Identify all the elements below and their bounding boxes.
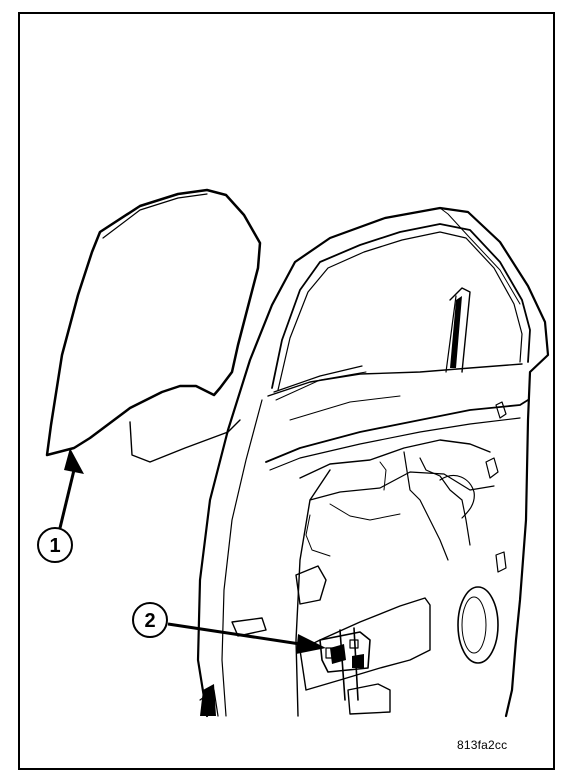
glass-guide [129, 419, 241, 463]
callout-2-arrow [167, 622, 326, 654]
figure-id: 813fa2cc [457, 738, 508, 752]
door-glass [45, 188, 262, 457]
callout-1-label: 1 [49, 535, 60, 557]
callout-1: 1 [37, 527, 73, 563]
callout-1-arrow [58, 448, 84, 529]
callout-2-label: 2 [144, 610, 155, 632]
door-shell [196, 206, 550, 718]
shade-lower-left [200, 684, 216, 716]
callout-2: 2 [132, 602, 168, 638]
